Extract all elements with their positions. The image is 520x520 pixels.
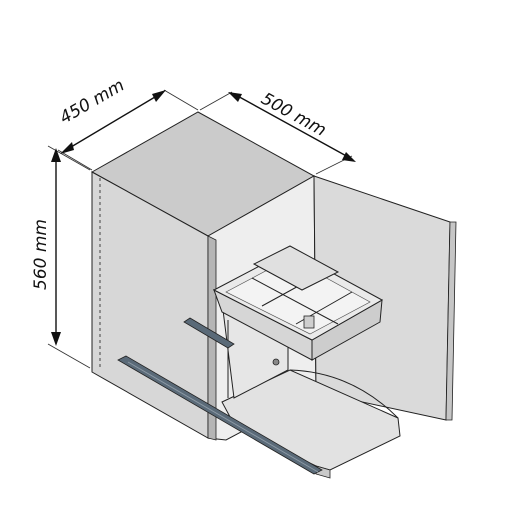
height-label: 560 mm <box>31 219 51 290</box>
rear-basket-rim <box>252 245 340 291</box>
organizer-basket <box>212 245 384 361</box>
tray-curve <box>289 369 399 419</box>
depth-label: 500 mm <box>258 89 330 141</box>
basket-handle <box>303 315 315 329</box>
basket-divider-1 <box>251 277 339 325</box>
runner-upper <box>183 317 235 349</box>
door-edge <box>445 221 457 421</box>
width-label: 450 mm <box>57 76 128 129</box>
dimension-height: 560 mm <box>31 145 91 369</box>
door <box>313 175 457 421</box>
runners <box>117 317 323 475</box>
frame-bolt <box>272 358 280 366</box>
